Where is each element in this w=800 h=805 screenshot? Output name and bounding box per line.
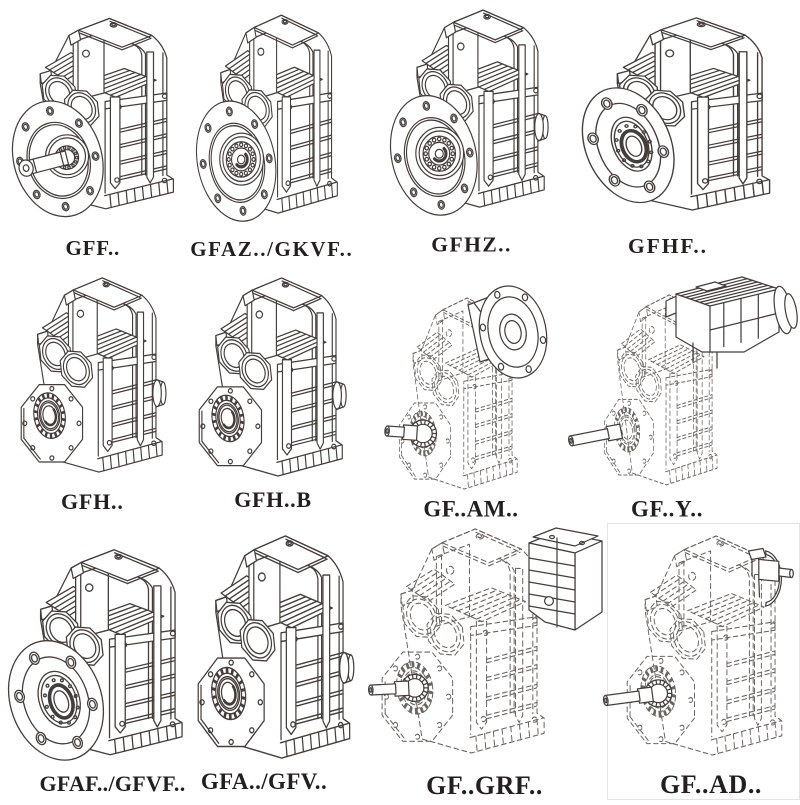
- svg-text:GFF..: GFF..: [66, 236, 121, 260]
- svg-text:GFAF../GFVF..: GFAF../GFVF..: [39, 771, 185, 796]
- svg-text:GFHF..: GFHF..: [628, 234, 708, 258]
- svg-text:GFA../GFV..: GFA../GFV..: [201, 769, 327, 794]
- svg-text:GF..GRF..: GF..GRF..: [426, 771, 543, 800]
- svg-text:GFH..B: GFH..B: [234, 487, 312, 512]
- svg-text:GFAZ../GKVF..: GFAZ../GKVF..: [190, 237, 353, 261]
- svg-text:GF..Y..: GF..Y..: [631, 497, 703, 522]
- svg-text:GF..AD..: GF..AD..: [660, 770, 762, 799]
- svg-text:GFH..: GFH..: [61, 489, 124, 514]
- svg-text:GF..AM..: GF..AM..: [423, 497, 518, 522]
- svg-text:GFHZ..: GFHZ..: [431, 233, 512, 257]
